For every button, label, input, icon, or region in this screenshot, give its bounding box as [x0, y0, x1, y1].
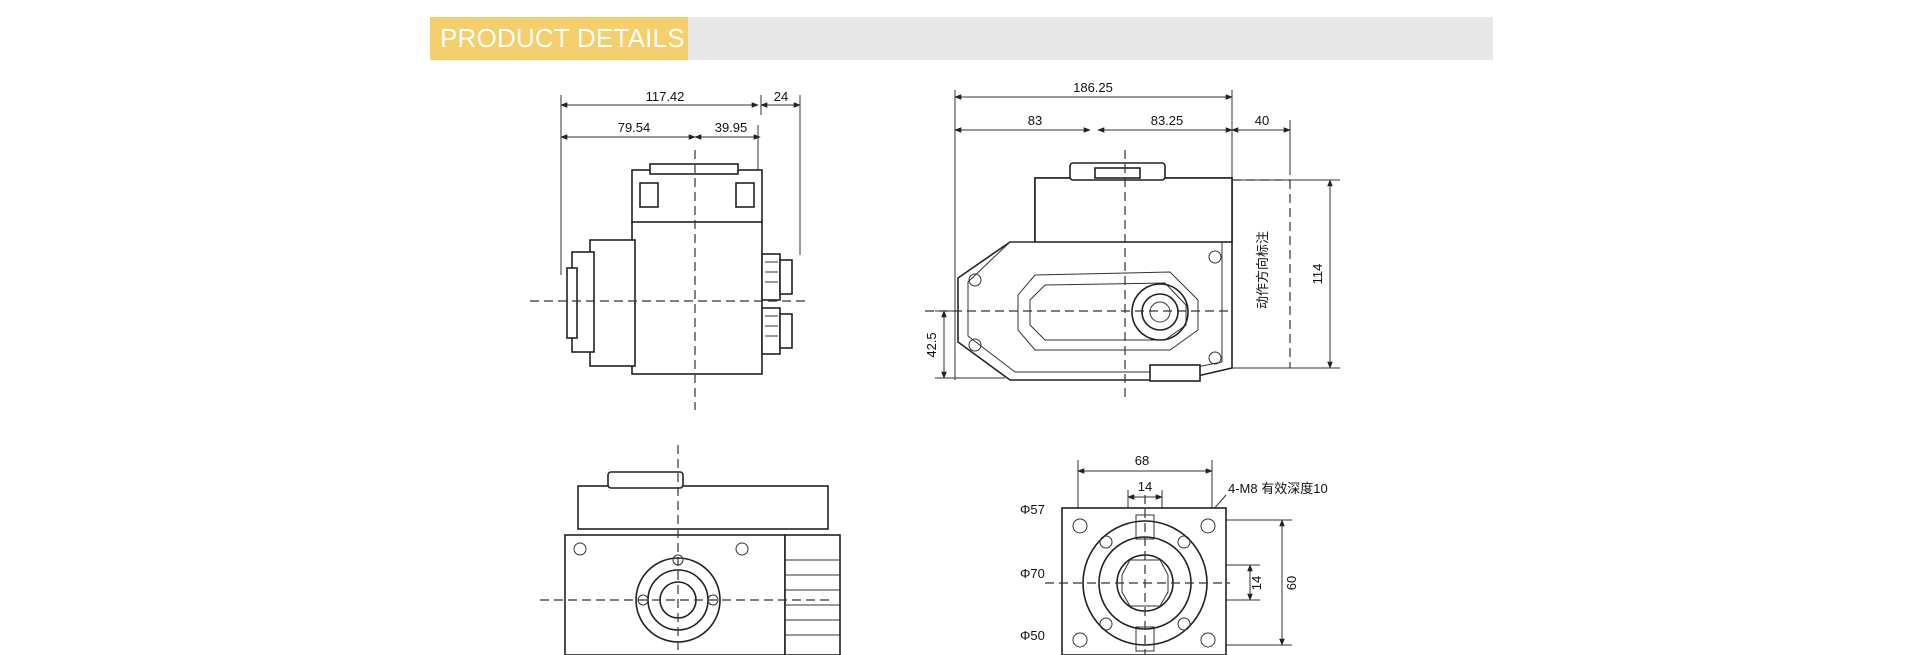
flange-note: 4-M8 有效深度10	[1228, 481, 1328, 496]
dim-flange-height: 60	[1284, 576, 1299, 590]
dim-side-gland: 24	[774, 89, 788, 104]
dim-front-left: 83	[1028, 113, 1042, 128]
dim-front-width: 186.25	[1073, 80, 1113, 95]
front-side-note: 动作方向标注	[1255, 231, 1270, 309]
dim-flange-width: 68	[1135, 453, 1149, 468]
dim-front-shaft-height: 42.5	[924, 332, 939, 357]
dim-flange-key-v: 14	[1249, 576, 1264, 590]
dim-front-height: 114	[1310, 264, 1325, 285]
dim-dia-50: Φ50	[1020, 628, 1045, 643]
dim-side-width: 117.42	[646, 89, 685, 104]
front-view: 186.25 83 83.25 40 114 42.5 动作方向标注	[924, 80, 1340, 400]
flange-view: 68 14 60 14 Φ57 Φ70 Φ50 4-M8 有效深度10	[1020, 453, 1328, 655]
dim-dia-57: Φ57	[1020, 502, 1045, 517]
dim-dia-70: Φ70	[1020, 566, 1045, 581]
dim-side-right: 39.95	[715, 120, 748, 135]
dim-side-left: 79.54	[618, 120, 651, 135]
section-title: PRODUCT DETAILS	[430, 17, 688, 60]
section-header-bar: PRODUCT DETAILS	[430, 17, 1493, 60]
dim-flange-key: 14	[1138, 479, 1152, 494]
dim-front-right: 83.25	[1151, 113, 1184, 128]
dim-front-gland: 40	[1255, 113, 1269, 128]
bottom-view	[540, 445, 841, 655]
side-view: 117.42 24 79.54 39.95	[530, 89, 810, 410]
